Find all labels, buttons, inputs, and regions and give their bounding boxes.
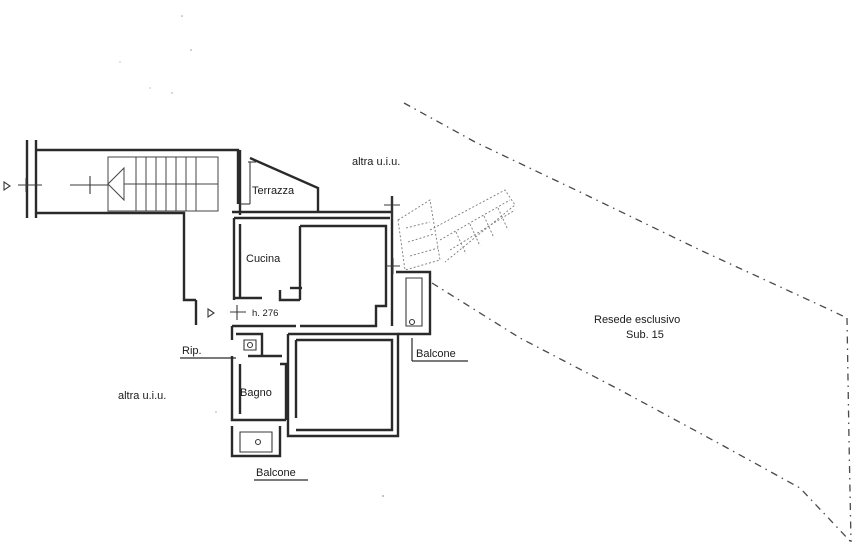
label-kitchen: Cucina bbox=[246, 253, 281, 265]
label-bathroom: Bagno bbox=[240, 387, 272, 399]
label-storage: Rip. bbox=[182, 345, 202, 357]
label-yard-line2: Sub. 15 bbox=[626, 329, 664, 341]
terrace bbox=[232, 150, 392, 215]
yard-boundary bbox=[403, 102, 852, 543]
label-height: h. 276 bbox=[252, 308, 278, 319]
label-balcony-bottom: Balcone bbox=[256, 467, 296, 479]
external-stair bbox=[397, 189, 516, 271]
label-terrace: Terrazza bbox=[252, 185, 295, 197]
apartment-walls bbox=[230, 196, 432, 458]
label-balcony-right: Balcone bbox=[416, 348, 456, 360]
label-yard-line1: Resede esclusivo bbox=[594, 314, 680, 326]
label-other-unit-top: altra u.i.u. bbox=[352, 156, 400, 168]
scan-specks bbox=[119, 15, 384, 497]
label-other-unit-left: altra u.i.u. bbox=[118, 390, 166, 402]
staircase bbox=[3, 140, 240, 325]
